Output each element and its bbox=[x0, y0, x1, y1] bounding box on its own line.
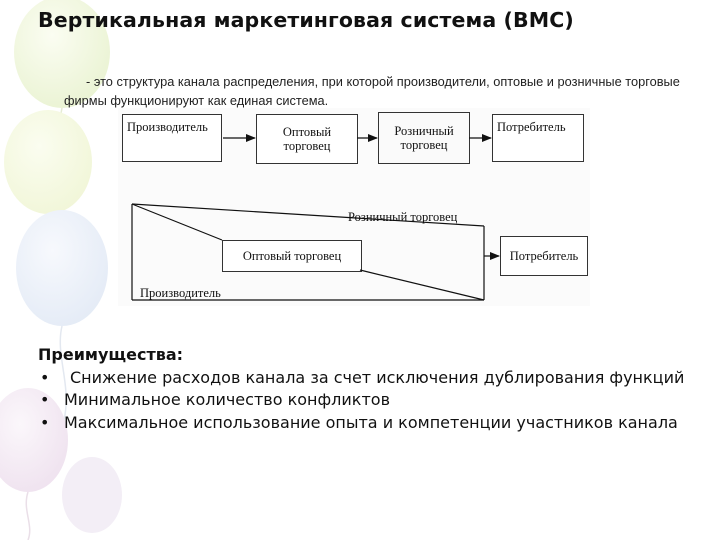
box-vms-consumer: Потребитель bbox=[500, 236, 588, 276]
advantage-item: • Максимальное использование опыта и ком… bbox=[38, 412, 698, 435]
definition-sentence: - это структура канала распределения, пр… bbox=[64, 74, 680, 108]
bullet-marker: • bbox=[40, 367, 50, 387]
advantages-heading: Преимущества: bbox=[38, 345, 184, 364]
balloon-purple-icon bbox=[62, 457, 122, 533]
vms-retailer-label: Розничный торговец bbox=[348, 210, 458, 224]
box-producer-label: Производитель bbox=[127, 120, 208, 134]
box-vms-consumer-label: Потребитель bbox=[509, 249, 579, 263]
vms-top-edge bbox=[131, 203, 485, 227]
box-wholesaler: Оптовый торговец bbox=[256, 114, 358, 164]
bullet-marker: • bbox=[40, 412, 50, 432]
advantage-item: • Снижение расходов канала за счет исклю… bbox=[38, 367, 698, 390]
balloon-pink-icon bbox=[0, 388, 68, 540]
vms-producer-label: Производитель bbox=[140, 286, 221, 300]
advantages-section: Преимущества: • Снижение расходов канала… bbox=[38, 344, 698, 434]
vms-diagonal-lower bbox=[359, 269, 485, 301]
box-vms-wholesaler-label: Оптовый торговец bbox=[242, 249, 342, 263]
vms-diagonal-upper bbox=[131, 203, 223, 241]
bullet-marker: • bbox=[40, 390, 50, 409]
definition-text: - это структура канала распределения, пр… bbox=[64, 72, 684, 110]
box-producer: Производитель bbox=[122, 114, 222, 162]
box-retailer-label: Розничный торговец bbox=[394, 124, 454, 152]
box-wholesaler-label: Оптовый торговец bbox=[282, 125, 332, 153]
box-consumer-label: Потребитель bbox=[497, 120, 566, 134]
slide-title: Вертикальная маркетинговая система (ВМС) bbox=[38, 8, 574, 32]
advantage-item-text: Минимальное количество конфликтов bbox=[64, 390, 390, 409]
advantage-item-text: Снижение расходов канала за счет исключе… bbox=[70, 367, 685, 387]
balloon-blue-icon bbox=[16, 210, 108, 421]
advantage-item: • Минимальное количество конфликтов bbox=[38, 389, 698, 412]
advantage-item-text: Максимальное использование опыта и компе… bbox=[64, 412, 678, 432]
box-consumer: Потребитель bbox=[492, 114, 584, 162]
box-vms-wholesaler: Оптовый торговец bbox=[222, 240, 362, 272]
